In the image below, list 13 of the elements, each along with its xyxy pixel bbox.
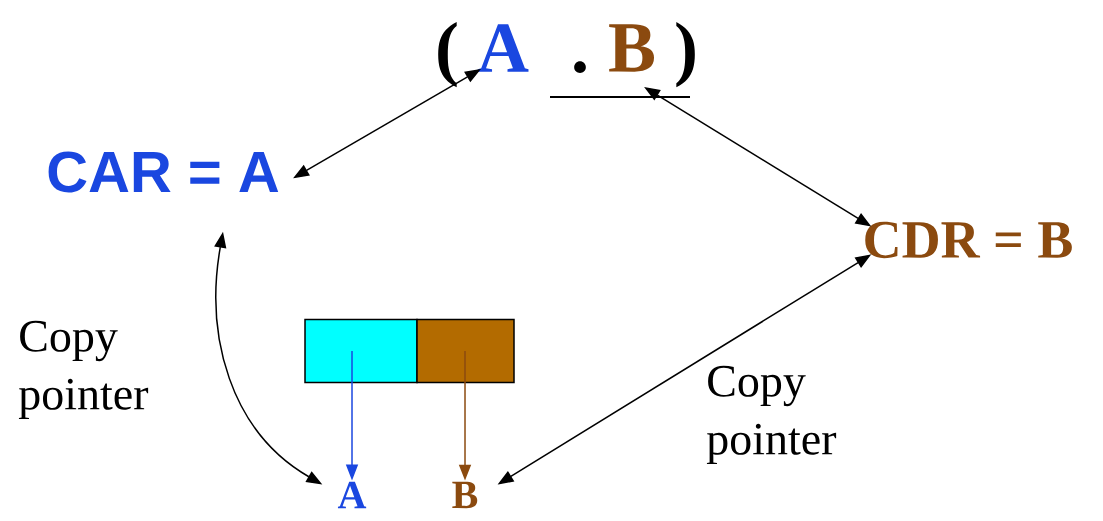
annotation-text: Copy pointer (706, 365, 837, 465)
definition-text: CDR = B (865, 221, 1072, 259)
cell-box (304, 318, 418, 384)
letter: B (609, 24, 654, 72)
cell-box (416, 318, 515, 384)
annotation-text: Copy pointer (18, 320, 149, 420)
letter: B (452, 481, 478, 509)
letter: A (337, 481, 367, 509)
letter: A (477, 24, 529, 72)
definition-text: CAR = A (48, 151, 279, 193)
punctuation: ( (438, 22, 457, 88)
punctuation: ) (676, 22, 695, 88)
punctuation: . (574, 61, 586, 73)
